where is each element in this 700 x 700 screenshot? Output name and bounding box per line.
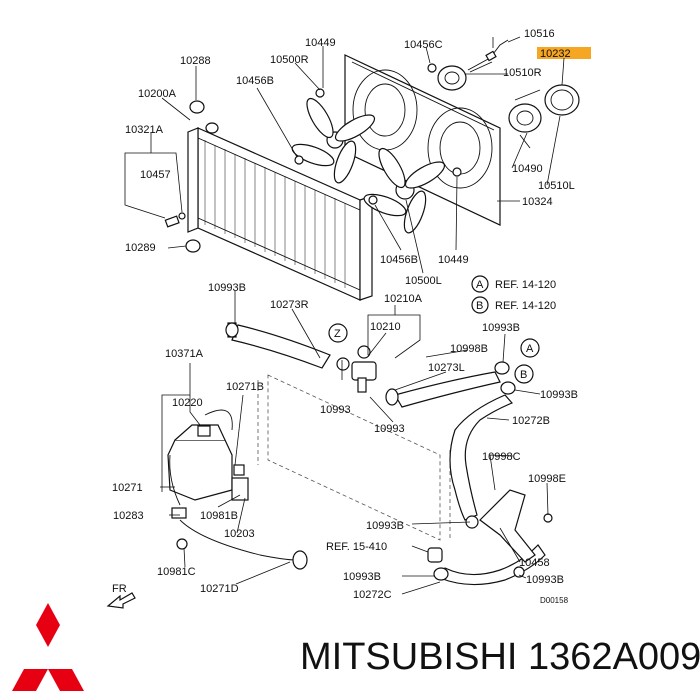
motor-10510L — [508, 103, 542, 133]
ref-a-circle — [471, 275, 489, 293]
drain-10457 — [164, 215, 180, 228]
hose-10272B — [449, 394, 514, 521]
label-10272C: 10272C — [353, 589, 392, 601]
label-10456B: 10456B — [236, 75, 274, 87]
bushing-10289 — [185, 239, 201, 253]
label-10510R: 10510R — [503, 67, 542, 79]
hose-10273L — [394, 371, 501, 408]
ring-10232 — [544, 84, 580, 116]
label-10449: 10449 — [305, 37, 336, 49]
highlight-10232 — [537, 47, 591, 59]
bushing-10200A — [205, 122, 219, 134]
label-ref-15-410: REF. 15-410 — [326, 541, 387, 553]
label-10490: 10490 — [512, 163, 543, 175]
label-10993B-4: 10993B — [366, 520, 404, 532]
leader-lines — [124, 36, 565, 595]
label-fr: FR — [112, 583, 127, 595]
hose-10272C — [439, 544, 546, 586]
label-10200A: 10200A — [138, 88, 177, 100]
housing-10210 — [351, 345, 377, 393]
logo-diamond-top — [36, 603, 60, 647]
label-10271B: 10271B — [226, 381, 264, 393]
callout-z1-text: Z — [334, 328, 341, 340]
callout-b-text: B — [520, 369, 527, 381]
label-10998B: 10998B — [450, 343, 488, 355]
label-10273R: 10273R — [270, 299, 309, 311]
label-10220: 10220 — [172, 397, 203, 409]
brand-title: MITSUBISHI 1362A009 — [300, 636, 700, 679]
harness-10516 — [467, 39, 509, 73]
label-10993B: 10993B — [208, 282, 246, 294]
label-10321A: 10321A — [125, 124, 164, 136]
label-10449-2: 10449 — [438, 254, 469, 266]
ref-b-text: REF. 14-120 — [495, 300, 556, 312]
label-10289: 10289 — [125, 242, 156, 254]
label-10998C: 10998C — [482, 451, 521, 463]
pipe-10458 — [479, 489, 536, 563]
parts-diagram: Z A B A REF. 14-120 B REF. 14-120 — [106, 28, 591, 609]
label-10458: 10458 — [519, 557, 550, 569]
callout-z1 — [328, 323, 348, 343]
label-10210: 10210 — [370, 321, 401, 333]
label-10993B-5: 10993B — [343, 571, 381, 583]
callout-a — [520, 338, 540, 358]
label-10456C: 10456C — [404, 39, 443, 51]
label-10998E: 10998E — [528, 473, 566, 485]
hose-10273R — [231, 324, 331, 369]
mitsubishi-logo — [12, 603, 84, 691]
label-10210A: 10210A — [384, 293, 423, 305]
label-10288: 10288 — [180, 55, 211, 67]
label-10993B-2: 10993B — [482, 322, 520, 334]
label-10981C: 10981C — [157, 566, 196, 578]
label-10272B: 10272B — [512, 415, 550, 427]
label-10993B-6: 10993B — [526, 574, 564, 586]
part-labels: 10516 10232 10510R 10449 10456C 10288 10… — [112, 28, 578, 605]
logo-diamond-left — [12, 669, 48, 691]
label-10993B-3: 10993B — [540, 389, 578, 401]
label-10500L: 10500L — [405, 275, 442, 287]
callout-a-text: A — [526, 343, 534, 355]
label-10500R: 10500R — [270, 54, 309, 66]
label-10457: 10457 — [140, 169, 171, 181]
ref-a-letter: A — [476, 279, 484, 291]
label-10510L: 10510L — [538, 180, 575, 192]
logo-diamond-right — [48, 669, 84, 691]
label-10203: 10203 — [224, 528, 255, 540]
callout-b — [514, 364, 534, 384]
label-10271: 10271 — [112, 482, 143, 494]
label-10273L: 10273L — [428, 362, 465, 374]
bracket-10981B — [231, 477, 249, 501]
reservoir-10371A — [167, 409, 233, 506]
front-arrow-icon — [106, 592, 136, 609]
label-10993: 10993 — [320, 404, 351, 416]
fan-10500R — [291, 97, 376, 184]
radiator — [187, 127, 373, 301]
brand-name: MITSUBISHI — [300, 636, 518, 678]
cap-10288 — [189, 100, 205, 114]
ref-b-circle — [471, 296, 489, 314]
label-10993-2: 10993 — [374, 423, 405, 435]
ref-b-letter: B — [476, 300, 483, 312]
label-10516: 10516 — [524, 28, 555, 40]
motor-10510R — [437, 65, 467, 91]
hose-10271D — [179, 519, 297, 561]
label-10981B: 10981B — [200, 510, 238, 522]
part-number: 1362A009 — [528, 636, 700, 678]
label-10456B-2: 10456B — [380, 254, 418, 266]
label-diagram-code: D00158 — [540, 596, 569, 605]
label-10371A: 10371A — [165, 348, 204, 360]
ref-a-text: REF. 14-120 — [495, 279, 556, 291]
label-10324: 10324 — [522, 196, 553, 208]
label-10283: 10283 — [113, 510, 144, 522]
label-10232: 10232 — [540, 48, 571, 60]
label-10271D: 10271D — [200, 583, 239, 595]
